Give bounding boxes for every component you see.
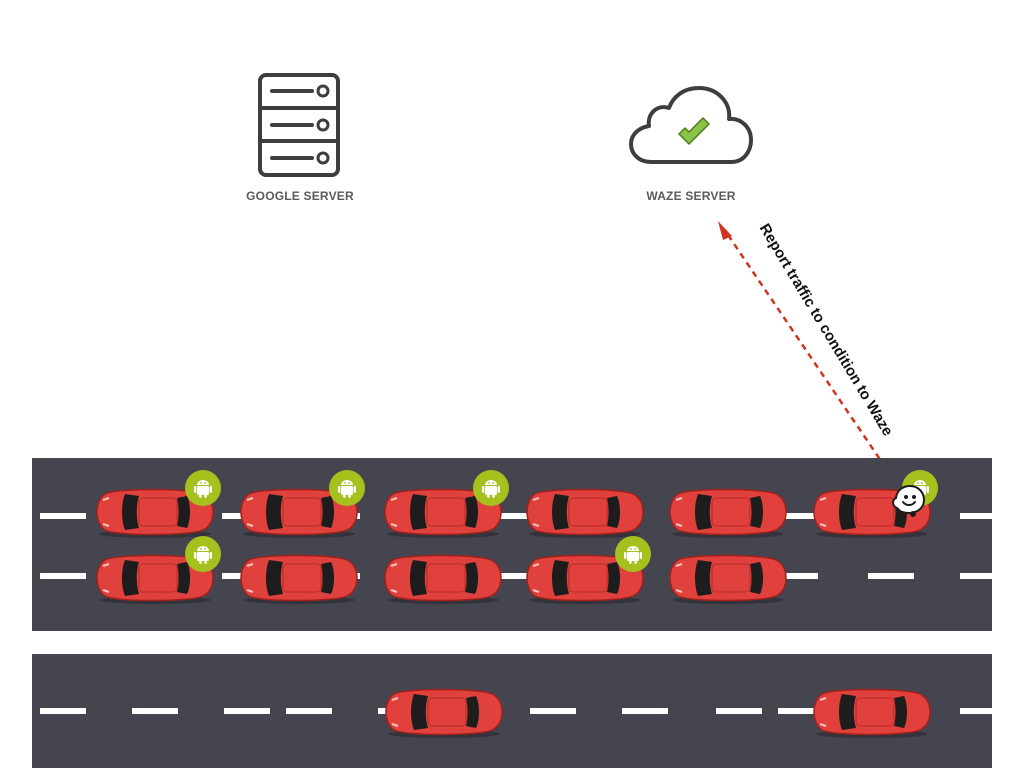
car-icon: [383, 486, 503, 538]
lane-marking: [40, 708, 86, 714]
android-icon: [185, 470, 221, 506]
car-icon: [239, 552, 359, 604]
arrow-head: [718, 221, 732, 240]
android-icon: [185, 536, 221, 572]
lane-marking: [772, 513, 818, 519]
lane-marking: [530, 708, 576, 714]
lane-marking: [622, 708, 668, 714]
waze-icon: [892, 484, 926, 517]
lane-marking: [40, 513, 86, 519]
car-icon: [383, 552, 503, 604]
car-icon: [668, 486, 788, 538]
lane-marking: [772, 573, 818, 579]
car-icon: [812, 686, 932, 738]
lane-marking: [716, 708, 762, 714]
waze-server-label: WAZE SERVER: [646, 189, 736, 203]
android-icon: [615, 536, 651, 572]
lane-marking: [960, 573, 992, 579]
android-icon: [329, 470, 365, 506]
lane-marking: [496, 573, 542, 579]
lane-marking: [40, 573, 86, 579]
car-icon: [525, 486, 645, 538]
road-upper: [32, 458, 992, 631]
car-icon: [384, 686, 504, 738]
car-icon: [95, 552, 215, 604]
lane-marking: [960, 708, 992, 714]
lane-marking: [868, 573, 914, 579]
lane-marking: [496, 513, 542, 519]
lane-marking: [132, 708, 178, 714]
car-icon: [95, 486, 215, 538]
lane-marking: [224, 708, 270, 714]
android-icon: [473, 470, 509, 506]
cloud-check-icon: [629, 86, 753, 164]
lane-marking: [778, 708, 824, 714]
car-icon: [525, 552, 645, 604]
lane-marking: [960, 513, 992, 519]
car-icon: [239, 486, 359, 538]
server-rack-icon: [258, 73, 340, 177]
lane-marking: [286, 708, 332, 714]
google-server-label: GOOGLE SERVER: [246, 189, 354, 203]
car-icon: [668, 552, 788, 604]
road-lower: [32, 654, 992, 768]
